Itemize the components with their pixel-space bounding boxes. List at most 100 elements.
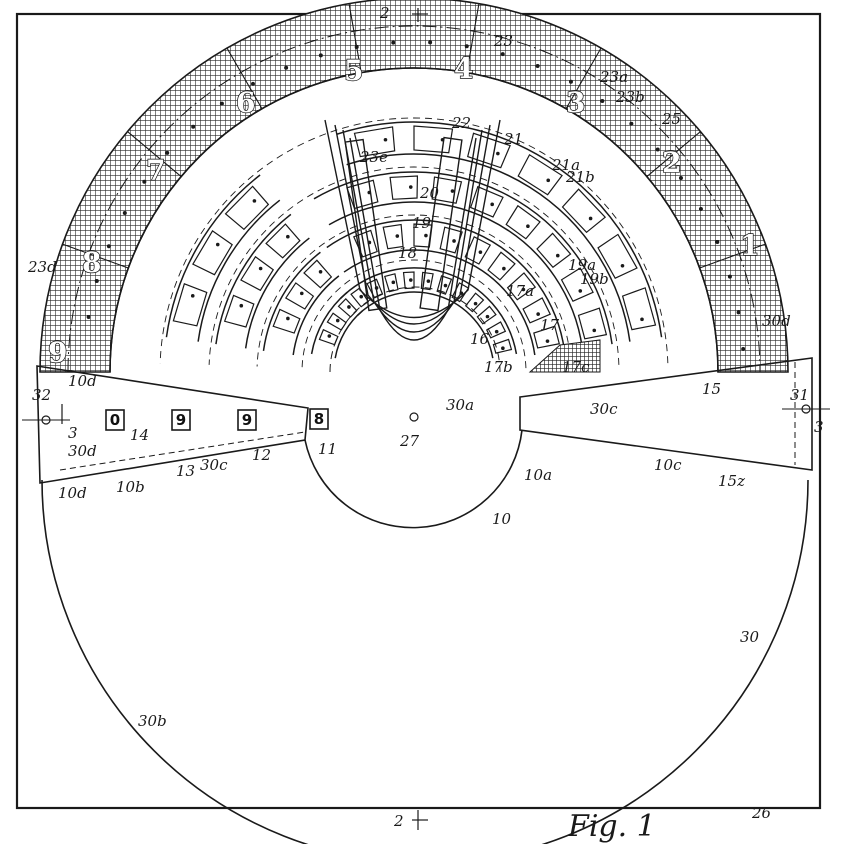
sector-divider — [62, 243, 129, 269]
ref-10b: 10b — [116, 478, 145, 496]
sector-numeral-9: 9 — [48, 336, 67, 369]
band-cell — [413, 125, 454, 154]
ref-21b: 21b — [565, 168, 595, 186]
cell-dot — [383, 137, 388, 142]
band-cell — [353, 126, 396, 158]
hatched-patch — [528, 339, 601, 373]
cell-dot — [286, 234, 290, 239]
band-inner-arc — [343, 249, 536, 356]
band-dashed-guide — [256, 214, 572, 367]
cell-dot — [347, 305, 351, 309]
ref-30c-right: 30c — [590, 400, 618, 418]
cell-dot — [536, 312, 540, 316]
band-cell — [561, 188, 607, 234]
cell-dot — [494, 329, 499, 334]
ring-dot — [727, 274, 732, 279]
cell-dot — [578, 289, 583, 293]
band-inner-arc — [244, 237, 310, 349]
ring-dot — [500, 52, 505, 57]
sector-dividers — [62, 3, 766, 351]
cell-dot — [545, 339, 550, 343]
window-digit-3: 9 — [242, 411, 252, 429]
ref-21: 21 — [503, 130, 523, 148]
band-dashed-guide — [301, 259, 527, 369]
band-outer-arc — [165, 174, 261, 338]
ref-30d-left: 30d — [68, 442, 97, 460]
ref-15: 15 — [702, 380, 721, 398]
centre-comb — [324, 119, 501, 341]
band-cell — [382, 223, 404, 250]
ref-10: 10 — [492, 510, 512, 528]
band-dashed-guide — [208, 166, 620, 365]
sector-divider — [226, 47, 263, 110]
sector-numeral-8: 8 — [82, 246, 101, 279]
sector-numeral-1: 1 — [740, 229, 759, 262]
cell-dot — [546, 178, 551, 183]
sector-numeral-4: 4 — [454, 52, 473, 85]
ring-dot — [736, 310, 741, 315]
sector-numeral-5: 5 — [344, 54, 363, 87]
band-inner-arc — [356, 291, 494, 359]
ref-19b: 19b — [580, 270, 609, 288]
ref-10d-top: 10d — [68, 372, 97, 390]
cell-dot — [215, 242, 220, 247]
cell-dot — [443, 283, 448, 288]
cell-dot — [359, 294, 364, 299]
band-cell — [533, 325, 561, 349]
band-dashed-guide — [159, 117, 669, 364]
ref-21a: 21a — [551, 156, 580, 174]
ref-30a: 30a — [446, 396, 474, 414]
sector-divider — [699, 243, 766, 269]
ref-13: 13 — [176, 462, 195, 480]
cell-dot — [424, 233, 428, 238]
ref-23e: 23e — [359, 148, 388, 166]
cell-dot — [408, 278, 413, 282]
cell-dot — [318, 270, 323, 274]
band-cell — [560, 267, 594, 303]
sector-divider — [565, 47, 602, 110]
ring-dot — [94, 279, 99, 284]
ref-30b: 30b — [138, 712, 167, 730]
band-cell — [284, 282, 315, 310]
band-cell — [337, 297, 358, 318]
cell-dot — [496, 151, 500, 156]
window-digit-2: 9 — [176, 411, 186, 429]
band-cell — [476, 305, 497, 325]
cell-dot — [485, 314, 490, 319]
band-cell — [224, 185, 270, 231]
cell-dot — [391, 280, 396, 285]
band-cell — [420, 271, 434, 291]
ref-14: 14 — [130, 426, 149, 444]
ref-11: 11 — [318, 440, 337, 458]
cell-dot — [252, 199, 257, 203]
ref-23d: 23d — [27, 258, 57, 276]
band-cell — [389, 175, 419, 200]
hub-pivot — [409, 412, 419, 422]
right-strip — [519, 357, 813, 471]
band-cell — [464, 292, 485, 313]
window-digit-4: 8 — [314, 410, 324, 428]
ref-30c-left: 30c — [200, 456, 228, 474]
ring-dot — [86, 314, 91, 319]
cell-dot — [299, 291, 304, 296]
ring-dot — [655, 147, 660, 152]
figure-caption: Fig. 1 — [567, 809, 656, 844]
band-cell — [172, 283, 208, 327]
ring-dot — [698, 206, 703, 211]
ring-dot — [219, 101, 224, 106]
band-cell — [272, 308, 301, 334]
band-outer-arc — [310, 291, 348, 355]
ring-dot — [191, 124, 196, 129]
sector-numeral-7: 7 — [146, 154, 165, 187]
section-marks — [61, 8, 821, 830]
ring-dot — [251, 81, 256, 86]
ref-10d-bottom: 10d — [58, 484, 87, 502]
band-inner-arc — [346, 153, 631, 342]
ref-16: 16 — [470, 330, 490, 348]
sector-divider — [127, 131, 182, 178]
band-cell — [485, 321, 507, 339]
band-cell — [469, 185, 504, 218]
band-cell — [384, 273, 399, 293]
band-outer-arc — [336, 121, 663, 338]
